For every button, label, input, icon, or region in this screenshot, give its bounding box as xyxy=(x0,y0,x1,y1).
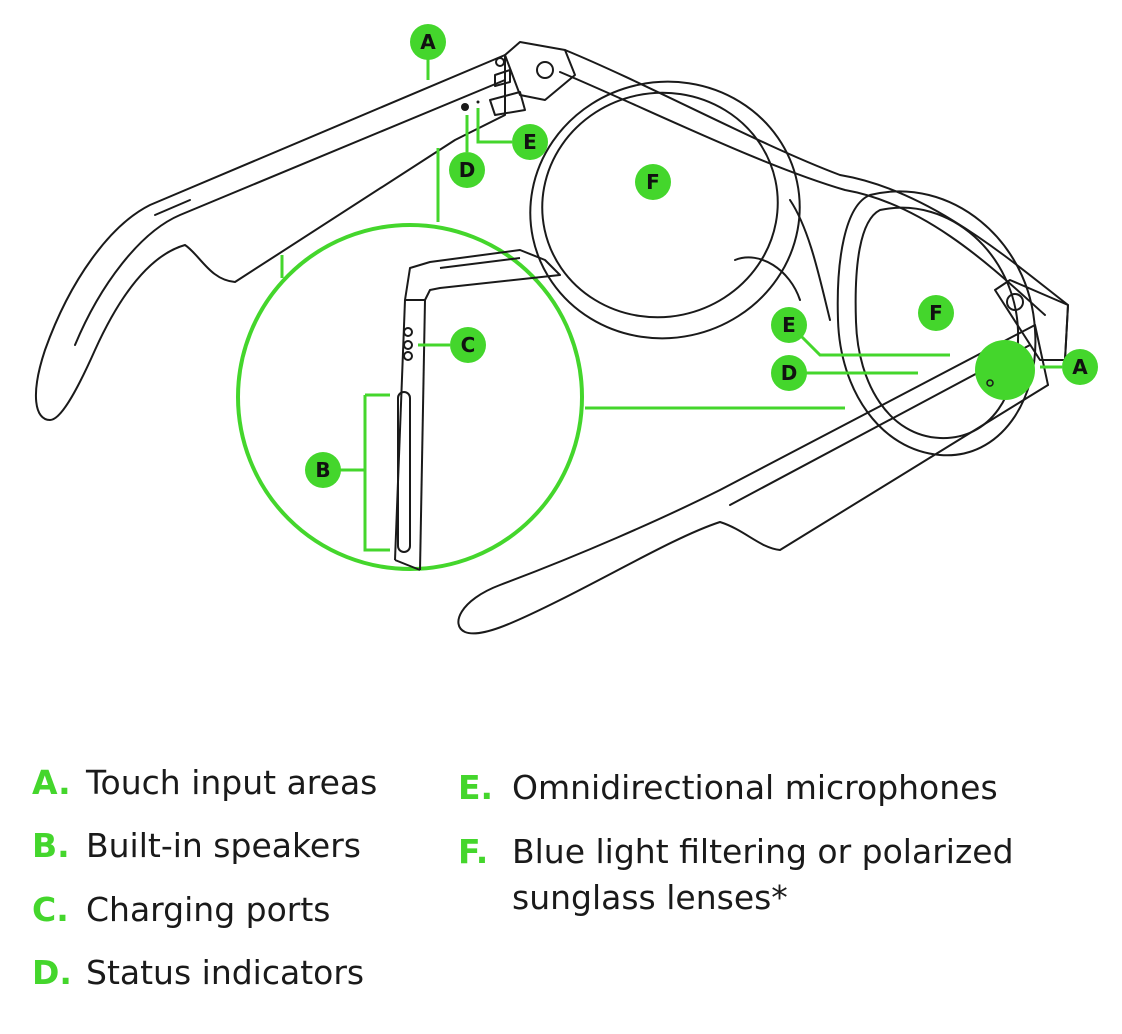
right-temple-arm xyxy=(457,324,1049,635)
svg-text:B: B xyxy=(315,458,330,482)
callout-f-right: F xyxy=(918,295,954,331)
svg-text:F: F xyxy=(646,170,660,194)
left-lens-rim-outer xyxy=(529,80,801,340)
legend-letter: D. xyxy=(32,953,72,992)
svg-text:A: A xyxy=(420,30,436,54)
callout-a-right: A xyxy=(1062,349,1098,385)
callout-c-inset: C xyxy=(450,327,486,363)
right-hinge xyxy=(994,279,1069,361)
right-lens-rim xyxy=(836,190,1037,457)
smart-glasses-diagram: A D E F F C B E D A xyxy=(34,24,1098,635)
svg-text:C: C xyxy=(461,333,476,357)
left-lens xyxy=(541,91,779,319)
frame-top xyxy=(564,49,1069,361)
status-indicator-dot xyxy=(461,103,469,111)
legend-letter: C. xyxy=(32,890,69,929)
callout-a-top: A xyxy=(410,24,446,60)
callout-e-top: E xyxy=(512,124,548,160)
legend-letter: E. xyxy=(458,768,494,807)
legend-text: Omnidirectional microphones xyxy=(512,768,998,807)
callout-b-inset: B xyxy=(305,452,341,488)
svg-text:E: E xyxy=(782,313,796,337)
callout-d-right: D xyxy=(771,355,807,391)
legend-text: Status indicators xyxy=(86,953,365,992)
svg-text:F: F xyxy=(929,301,943,325)
callout-f-left: F xyxy=(635,164,671,200)
legend-letter: B. xyxy=(32,826,70,865)
callout-d-top: D xyxy=(449,152,485,188)
svg-text:A: A xyxy=(1072,355,1088,379)
legend-text: Blue light filtering or polarized xyxy=(512,832,1014,871)
inset-arm-detail xyxy=(404,249,561,301)
legend-letter: F. xyxy=(458,832,489,871)
right-lens xyxy=(854,206,1020,440)
legend-letter: A. xyxy=(32,763,71,802)
microphone-dot xyxy=(476,100,480,104)
legend-text-continued: sunglass lenses* xyxy=(512,878,788,917)
legend-text: Touch input areas xyxy=(86,763,378,802)
legend-text: Charging ports xyxy=(86,890,331,929)
left-temple-arm xyxy=(34,54,506,421)
svg-text:E: E xyxy=(523,130,537,154)
svg-text:D: D xyxy=(781,361,798,385)
callout-e-right: E xyxy=(771,307,807,343)
legend-text: Built-in speakers xyxy=(86,826,361,865)
svg-text:D: D xyxy=(459,158,476,182)
touch-area-highlight xyxy=(975,340,1035,400)
